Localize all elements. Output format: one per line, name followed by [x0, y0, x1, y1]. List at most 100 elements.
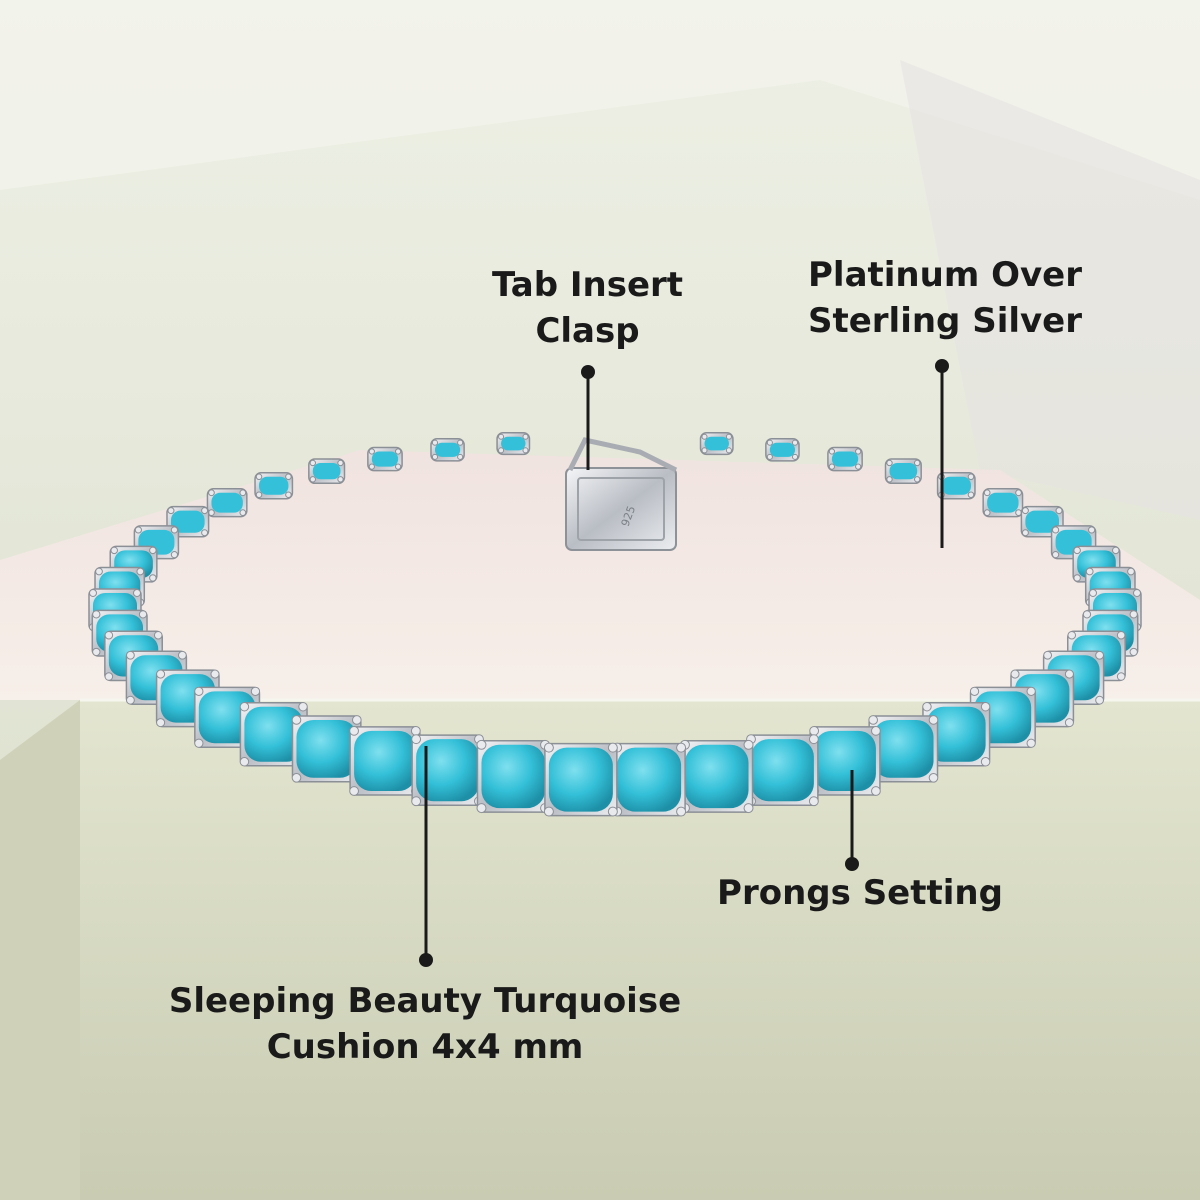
- clasp-callout-dot: [581, 365, 595, 379]
- turquoise-stone: [831, 451, 859, 467]
- prong: [1064, 718, 1074, 728]
- turquoise-stone: [170, 510, 205, 533]
- prong: [126, 650, 135, 660]
- prong: [808, 796, 819, 807]
- prong: [349, 725, 359, 736]
- prong: [239, 509, 247, 517]
- turquoise-stone-link: [411, 734, 484, 807]
- prong: [725, 433, 732, 440]
- prong: [828, 448, 836, 455]
- turquoise-stone-link: [206, 488, 248, 518]
- turquoise-stone: [371, 451, 399, 467]
- prong: [92, 610, 101, 619]
- prong: [1051, 551, 1060, 559]
- prong: [457, 453, 464, 460]
- prong: [676, 742, 687, 753]
- prong: [1095, 695, 1104, 705]
- prong: [1085, 567, 1094, 576]
- turquoise-stone-link: [827, 446, 863, 472]
- prong: [886, 476, 893, 483]
- prong: [607, 806, 618, 817]
- stone-label: Sleeping Beauty Turquoise Cushion 4x4 mm: [150, 978, 700, 1070]
- prong: [543, 806, 554, 817]
- turquoise-stone-link: [922, 701, 991, 767]
- prong: [1026, 738, 1036, 748]
- turquoise-stone: [751, 739, 814, 802]
- prong: [255, 473, 263, 481]
- turquoise-stone: [1025, 510, 1060, 533]
- stone-label-line2: Cushion 4x4 mm: [266, 1027, 584, 1067]
- prong: [239, 489, 247, 497]
- prong: [337, 459, 344, 467]
- prong: [149, 574, 157, 582]
- prong: [126, 695, 135, 705]
- prong: [928, 772, 939, 783]
- prong: [868, 715, 878, 725]
- turquoise-stone: [814, 730, 876, 792]
- prong: [210, 669, 220, 679]
- turquoise-stone-link: [884, 458, 922, 485]
- prong: [922, 701, 932, 712]
- prong: [368, 448, 375, 455]
- prong: [1095, 650, 1104, 660]
- turquoise-stone: [926, 706, 986, 762]
- prong: [149, 546, 157, 555]
- turquoise-stone: [889, 462, 918, 480]
- prong: [250, 686, 261, 696]
- prong: [208, 509, 215, 517]
- turquoise-stone: [873, 719, 934, 778]
- clasp-box: [565, 467, 677, 551]
- prong: [913, 459, 921, 467]
- prong: [156, 669, 166, 679]
- prong: [809, 725, 820, 736]
- prong: [239, 757, 250, 767]
- prong: [1067, 630, 1077, 640]
- prong: [194, 686, 204, 696]
- prong: [1026, 686, 1036, 696]
- prong: [701, 433, 708, 440]
- turquoise-stone: [434, 442, 461, 457]
- prong: [349, 786, 359, 796]
- prong: [791, 439, 799, 446]
- turquoise-stone: [354, 730, 416, 792]
- prong: [476, 739, 487, 750]
- turquoise-stone: [416, 739, 479, 802]
- turquoise-stone-link: [496, 432, 531, 456]
- prong: [871, 725, 881, 736]
- prong: [410, 725, 421, 736]
- prong: [928, 715, 939, 725]
- turquoise-stone: [704, 436, 729, 451]
- stone-label-line1: Sleeping Beauty Turquoise: [168, 981, 682, 1021]
- clasp-label-line2: Clasp: [535, 311, 640, 351]
- prong: [791, 453, 799, 460]
- prong: [1055, 507, 1063, 515]
- prong: [980, 757, 991, 767]
- prong: [255, 491, 263, 498]
- prongs-label-line1: Prongs Setting: [717, 873, 1003, 913]
- prong: [285, 491, 292, 498]
- prong: [676, 806, 687, 817]
- prong: [411, 796, 422, 807]
- prong: [983, 489, 991, 497]
- prong: [138, 610, 148, 619]
- prong: [167, 507, 175, 515]
- prong: [522, 433, 529, 440]
- prong: [543, 742, 554, 753]
- prong: [766, 453, 773, 460]
- prong: [828, 463, 836, 470]
- prong: [1021, 529, 1029, 537]
- turquoise-stone: [312, 462, 341, 480]
- turquoise-stone: [244, 706, 304, 762]
- prong: [701, 447, 708, 454]
- turquoise-stone-link: [746, 734, 819, 807]
- prong: [1127, 567, 1135, 576]
- prong: [95, 567, 103, 576]
- prong: [201, 507, 209, 515]
- prong: [967, 473, 975, 481]
- bracelet: [88, 432, 1142, 817]
- prongs-label: Prongs Setting: [700, 870, 1020, 916]
- prong: [522, 447, 529, 454]
- prong: [1116, 672, 1126, 681]
- pedestal-front: [80, 700, 1200, 1200]
